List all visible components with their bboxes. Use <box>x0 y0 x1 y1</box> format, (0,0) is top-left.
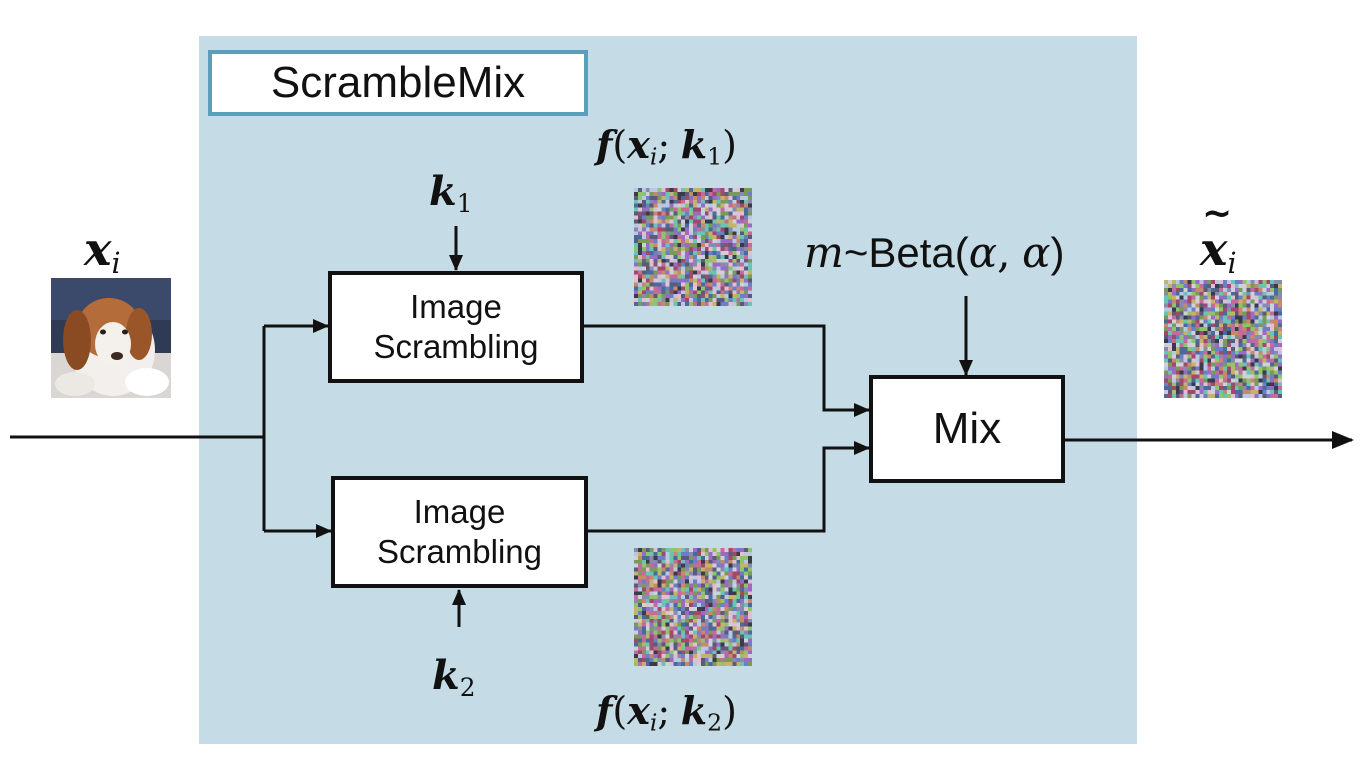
input-dog-image <box>51 278 171 398</box>
output-label: ~ x i <box>1200 193 1237 280</box>
key1-label: k1 <box>429 168 473 218</box>
key2-label: k2 <box>432 652 476 702</box>
mix-block: Mix <box>869 375 1065 483</box>
block2-line1: Image <box>413 493 506 530</box>
block2-line2: Scrambling <box>376 533 543 570</box>
scrambled-image-2 <box>634 548 752 666</box>
image-scrambling-block-1: Image Scrambling <box>328 271 584 383</box>
block2-to-mix-arrow <box>585 441 870 533</box>
mix-label: Mix <box>932 404 1002 453</box>
mix-ratio-label: m~Beta(α, α) <box>804 228 1065 277</box>
mixed-output-image <box>1164 280 1282 398</box>
image-scrambling-block-2: Image Scrambling <box>331 476 588 588</box>
block1-line1: Image <box>410 288 502 325</box>
block1-to-mix-arrow <box>582 324 870 417</box>
block1-line2: Scrambling <box>373 328 539 365</box>
scrambled-image-1 <box>634 188 752 306</box>
diagram-title: ScrambleMix <box>270 58 526 107</box>
title-box: ScrambleMix <box>208 50 588 116</box>
input-label: xi <box>84 222 121 280</box>
scrambled-label-1: f(xi; k1) <box>596 122 737 171</box>
scrambled-label-2: f(xi; k2) <box>596 688 737 737</box>
